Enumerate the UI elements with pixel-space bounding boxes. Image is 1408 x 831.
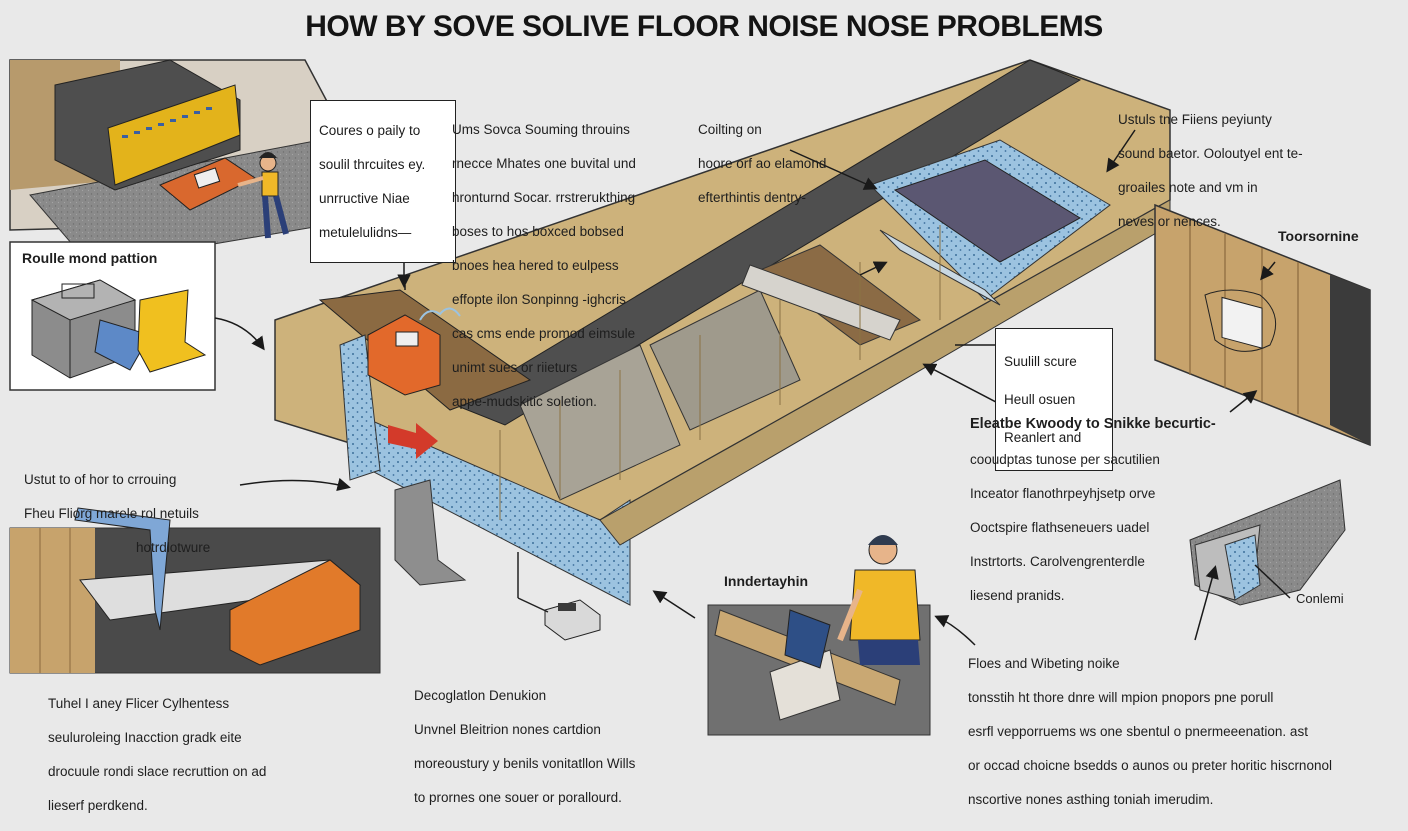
text-line: appe-mudskitic soletion.	[452, 394, 597, 409]
text-line: Coilting on	[698, 122, 762, 137]
bottom-left-panel	[9, 507, 381, 674]
floor-noise-diagram	[9, 59, 1371, 736]
text-line: or occad choicne bsedds o aunos ou prete…	[968, 758, 1332, 773]
text-line: Tuhel I aney Flicer Cylhentess	[48, 696, 230, 711]
text-center-top: Ums Sovca Souming throuins rnecce Mhates…	[452, 104, 692, 427]
text-line: Unvnel Bleitrion nones cartdion	[414, 722, 601, 737]
callout-line: Heull osuen	[1004, 392, 1076, 407]
text-line: hronturnd Socar. rrstrerukthing	[452, 190, 636, 205]
text-line: efterthintis dentry-	[698, 190, 807, 205]
text-line: boses to hos boxced bobsed	[452, 224, 624, 239]
text-line: Ums Sovca Souming throuins	[452, 122, 630, 137]
text-line: drocuule rondi slace recruttion on ad	[48, 764, 267, 779]
text-line: cooudptas tunose per sacutilien	[970, 452, 1160, 467]
text-line: tonsstih ht thore dnre will mpion pnopor…	[968, 690, 1274, 705]
label-conlemi: Conlemi	[1296, 591, 1344, 606]
text-line: cas cms ende promod eimsule	[452, 326, 636, 341]
text-line: Decoglatlon Denukion	[414, 688, 547, 703]
text-line: Inceator flanothrpeyhjsetp orve	[970, 486, 1156, 501]
text-line: seuluroleing Inacction gradk eite	[48, 730, 242, 745]
callout-line: unrructive Niae	[319, 191, 410, 206]
worker-top-left	[237, 152, 289, 239]
top-left-panel	[9, 59, 392, 266]
text-right-mid: cooudptas tunose per sacutilien Inceator…	[970, 434, 1230, 621]
callout-line: Reanlert and	[1004, 430, 1082, 445]
concrete-profile	[1189, 479, 1346, 606]
callout-line: soulil thrcuites ey.	[319, 157, 426, 172]
text-bottom-left: Tuhel I aney Flicer Cylhentess seulurole…	[48, 678, 338, 831]
text-top-right: Ustuls tne Fiiens peyiunty sound baetor.…	[1118, 94, 1358, 247]
text-line: lieserf perdkend.	[48, 798, 148, 813]
text-coiling: Coilting on hoore orf ao elamond efterth…	[698, 104, 878, 223]
text-line: Floes and Wibeting noike	[968, 656, 1120, 671]
callout-top-left: Coures o paily to soulil thrcuites ey. u…	[310, 100, 456, 263]
text-line: neves or nences.	[1118, 214, 1221, 229]
callout-line: Coures o paily to	[319, 123, 421, 138]
text-line: liesend pranids.	[970, 588, 1065, 603]
bottom-center-panel	[707, 535, 931, 736]
text-line: effopte ilon Sonpinng -ighcris	[452, 292, 626, 307]
text-right-mid-heading: Eleatbe Kwoody to Snikke becurtic-	[970, 416, 1216, 432]
main-floor-structure	[274, 59, 1171, 606]
label-indertayhin: Inndertayhin	[724, 573, 809, 589]
callout-sound: Suulill scure Heull osuen Reanlert and	[995, 328, 1113, 471]
text-bottom-center: Decoglatlon Denukion Unvnel Bleitrion no…	[414, 670, 704, 823]
text-line: nscortive nones asthing toniah imerudim.	[968, 792, 1214, 807]
text-line: esrfl vepporruems ws one sbentul o pnerm…	[968, 724, 1308, 739]
text-line: Instrtorts. Carolvengrenterdle	[970, 554, 1145, 569]
text-line: groailes note and vm in	[1118, 180, 1258, 195]
callout-line: Suulill scure	[1004, 354, 1077, 369]
text-line: rnecce Mhates one buvital und	[452, 156, 636, 171]
left-mid-panel	[9, 241, 265, 391]
text-line: sound baetor. Ooloutyel ent te-	[1118, 146, 1303, 161]
label-toorsornine: Toorsornine	[1278, 228, 1359, 244]
text-line: bnoes hea hered to eulpess	[452, 258, 619, 273]
text-line: moreoustury y benils vonitatllon Wills	[414, 756, 636, 771]
text-line: hotrdlotwure	[136, 540, 211, 555]
small-device	[517, 552, 601, 641]
right-wall-panel	[1154, 203, 1371, 447]
text-line: hoore orf ao elamond	[698, 156, 827, 171]
page-title: HOW BY SOVE SOLIVE FLOOR NOISE NOSE PROB…	[305, 10, 1103, 43]
text-left-mid: Ustut to of hor to crrouing Fheu Fliorg …	[24, 454, 264, 573]
text-line: Ustut to of hor to crrouing	[24, 472, 177, 487]
text-line: Fheu Fliorg marele rol netuils	[24, 506, 199, 521]
text-bottom-right: Floes and Wibeting noike tonsstih ht tho…	[968, 638, 1348, 825]
box-left-label: Roulle mond pattion	[22, 250, 158, 266]
text-line: unimt sues or riieturs	[452, 360, 578, 375]
text-line: Ooctspire flathseneuers uadel	[970, 520, 1150, 535]
text-line: to prornes one souer or porallourd.	[414, 790, 622, 805]
text-line: Ustuls tne Fiiens peyiunty	[1118, 112, 1272, 127]
callout-line: metulelulidns—	[319, 225, 412, 240]
